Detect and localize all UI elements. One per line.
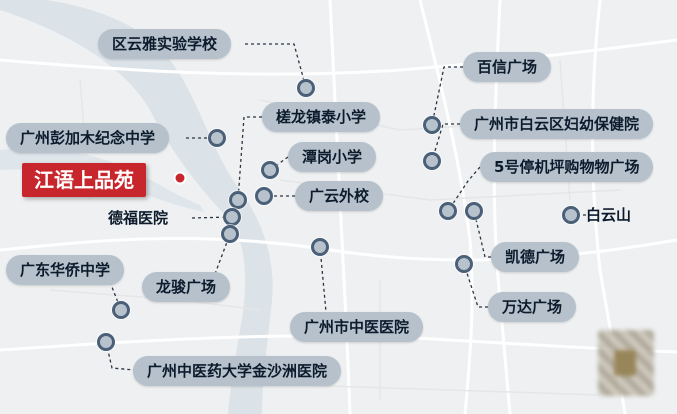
marker-defu[interactable]	[223, 208, 241, 226]
label-tangang[interactable]: 潭岗小学	[288, 142, 377, 172]
label-cenglong[interactable]: 槎龙镇泰小学	[262, 102, 381, 132]
label-defu[interactable]: 德福医院	[108, 209, 169, 227]
marker-zhongyiyuan[interactable]	[311, 238, 329, 256]
blurred-watermark	[598, 330, 654, 396]
label-guangyun[interactable]: 广云外校	[295, 181, 384, 211]
label-zhongyiyuan[interactable]: 广州市中医医院	[290, 312, 424, 342]
label-baixin[interactable]: 百信广场	[463, 52, 552, 82]
marker-pengjiamu[interactable]	[208, 129, 226, 147]
project-marker[interactable]	[173, 171, 187, 185]
marker-fuyou[interactable]	[423, 152, 441, 170]
marker-kaide[interactable]	[465, 202, 483, 220]
label-pengjiamu[interactable]: 广州彭加木纪念中学	[6, 123, 170, 153]
marker-guangyun[interactable]	[255, 187, 273, 205]
marker-tingji[interactable]	[439, 202, 457, 220]
marker-baiyunshan[interactable]	[562, 206, 580, 224]
marker-cenglong[interactable]	[229, 191, 247, 209]
label-longjun[interactable]: 龙骏广场	[142, 272, 231, 302]
label-huaqiao[interactable]: 广东华侨中学	[6, 255, 125, 285]
label-quyunya[interactable]: 区云雅实验学校	[98, 29, 232, 59]
label-wanda[interactable]: 万达广场	[488, 292, 577, 322]
marker-longjun[interactable]	[221, 225, 239, 243]
marker-wanda[interactable]	[455, 255, 473, 273]
label-jinshazhou[interactable]: 广州中医药大学金沙洲医院	[133, 356, 342, 386]
project-label[interactable]: 江语上品苑	[22, 163, 146, 197]
marker-tangang[interactable]	[261, 161, 279, 179]
marker-huaqiao[interactable]	[112, 301, 130, 319]
label-baiyun-fuyou[interactable]: 广州市白云区妇幼保健院	[460, 109, 654, 139]
label-kaide[interactable]: 凯德广场	[491, 242, 580, 272]
marker-quyunya[interactable]	[297, 79, 315, 97]
marker-jinshazhou[interactable]	[97, 333, 115, 351]
label-tingji[interactable]: 5号停机坪购物物广场	[480, 152, 654, 182]
label-baiyunshan[interactable]: 白云山	[586, 206, 632, 224]
marker-baixin[interactable]	[423, 116, 441, 134]
